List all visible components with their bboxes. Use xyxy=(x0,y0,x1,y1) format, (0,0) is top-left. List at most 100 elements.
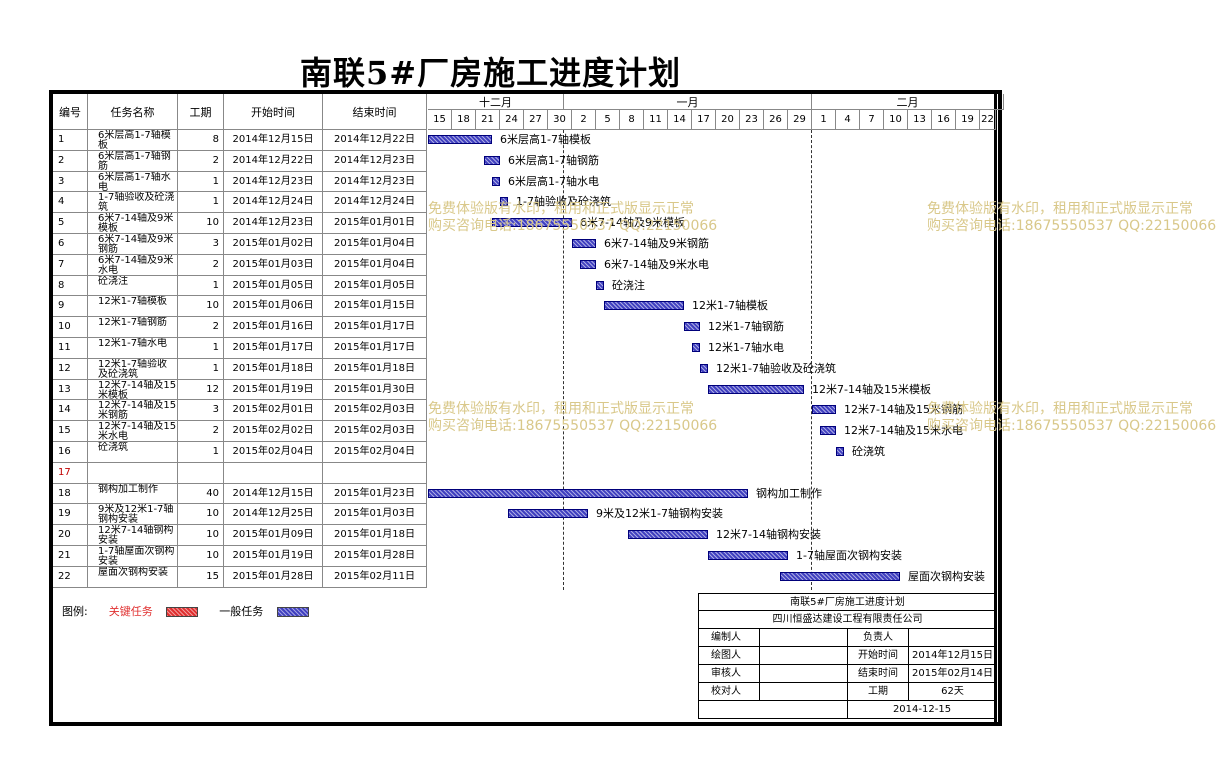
task-duration: 1 xyxy=(178,338,224,359)
task-start: 2014年12月15日 xyxy=(224,130,323,151)
task-name: 钢构加工制作 xyxy=(88,483,178,505)
task-duration xyxy=(178,462,224,484)
task-start xyxy=(224,462,323,484)
task-name: 砼浇注 xyxy=(88,275,178,297)
task-bar-label: 12米7-14轴及15米水电 xyxy=(844,424,963,438)
legend-normal-label: 一般任务 xyxy=(219,605,264,618)
task-number: 22 xyxy=(53,566,88,588)
watermark-line1: 免费体验版有水印，租用和正式版显示正常 xyxy=(428,201,694,217)
task-bar-label: 6米层高1-7轴钢筋 xyxy=(508,153,599,167)
task-start: 2014年12月15日 xyxy=(224,483,323,505)
tb-project: 南联5#厂房施工进度计划 xyxy=(698,593,997,611)
legend-critical-label: 关键任务 xyxy=(108,605,153,618)
task-start: 2015年01月06日 xyxy=(224,296,323,318)
task-number: 18 xyxy=(53,483,88,505)
task-start: 2014年12月25日 xyxy=(224,504,323,526)
watermark-line2: 购买咨询电话:18675550537 QQ:22150066 xyxy=(927,418,1217,434)
day-header: 2 xyxy=(572,110,596,130)
tb-compiler-label: 编制人 xyxy=(698,629,760,647)
tb-blank xyxy=(698,701,848,719)
task-name: 屋面次钢构安装 xyxy=(88,566,178,588)
column-header-duration: 工期 xyxy=(178,94,224,130)
task-name: 6米层高1-7轴水电 xyxy=(88,171,178,193)
task-end: 2014年12月23日 xyxy=(323,171,427,193)
task-number: 21 xyxy=(53,546,88,567)
tb-reviewer-value xyxy=(760,665,848,683)
task-number: 17 xyxy=(53,462,88,484)
day-header: 22 xyxy=(980,110,996,130)
task-number: 11 xyxy=(53,338,88,359)
task-bar xyxy=(700,363,708,373)
task-name: 6米7-14轴及9米水电 xyxy=(88,254,178,276)
watermark-line1: 免费体验版有水印，租用和正式版显示正常 xyxy=(927,201,1193,217)
task-name xyxy=(88,462,178,484)
task-number: 2 xyxy=(53,150,88,172)
task-duration: 10 xyxy=(178,213,224,234)
task-name: 12米1-7轴模板 xyxy=(88,296,178,318)
legend: 图例: 关键任务 一般任务 xyxy=(62,603,309,619)
task-end: 2015年01月23日 xyxy=(323,483,427,505)
task-bar xyxy=(708,551,788,560)
task-name: 6米7-14轴及9米模板 xyxy=(88,213,178,234)
task-duration: 10 xyxy=(178,546,224,567)
tb-end-value: 2015年02月14日 xyxy=(909,665,997,683)
day-header: 1 xyxy=(812,110,836,130)
task-name: 12米1-7轴验收及砼浇筑 xyxy=(88,358,178,380)
task-duration: 1 xyxy=(178,192,224,214)
tb-checker-value xyxy=(760,683,848,701)
watermark-line1: 免费体验版有水印，租用和正式版显示正常 xyxy=(927,401,1193,417)
task-number: 1 xyxy=(53,130,88,151)
task-start: 2015年01月02日 xyxy=(224,234,323,255)
task-number: 19 xyxy=(53,504,88,526)
day-header: 20 xyxy=(716,110,740,130)
task-end: 2015年01月28日 xyxy=(323,546,427,567)
task-bar-label: 钢构加工制作 xyxy=(756,486,822,500)
task-name: 12米1-7轴钢筋 xyxy=(88,317,178,338)
day-header: 17 xyxy=(692,110,716,130)
task-bar xyxy=(692,343,700,352)
day-header: 15 xyxy=(428,110,452,130)
month-header: 一月 xyxy=(564,94,812,110)
watermark-line2: 购买咨询电话:18675550537 QQ:22150066 xyxy=(428,418,718,434)
task-start: 2015年01月09日 xyxy=(224,525,323,546)
task-duration: 3 xyxy=(178,400,224,422)
task-start: 2015年02月04日 xyxy=(224,442,323,463)
task-start: 2014年12月24日 xyxy=(224,192,323,214)
task-bar-label: 砼浇注 xyxy=(612,278,645,292)
task-end: 2015年01月05日 xyxy=(323,275,427,297)
day-header: 16 xyxy=(932,110,956,130)
chart-frame xyxy=(49,90,1002,726)
column-header-start: 开始时间 xyxy=(224,94,323,130)
month-divider xyxy=(811,130,812,590)
tb-checker-label: 校对人 xyxy=(698,683,760,701)
task-bar xyxy=(508,509,588,519)
day-header: 11 xyxy=(644,110,668,130)
task-duration: 3 xyxy=(178,234,224,255)
column-header-end: 结束时间 xyxy=(323,94,427,130)
task-start: 2015年01月19日 xyxy=(224,546,323,567)
legend-normal-swatch xyxy=(276,607,309,617)
task-bar-label: 屋面次钢构安装 xyxy=(908,569,985,583)
watermark-line2: 购买咨询电话:18675550537 QQ:22150066 xyxy=(927,218,1217,234)
task-number: 7 xyxy=(53,254,88,276)
task-end: 2015年01月04日 xyxy=(323,254,427,276)
task-end: 2015年02月03日 xyxy=(323,400,427,422)
task-end: 2015年01月17日 xyxy=(323,338,427,359)
task-bar-label: 12米1-7轴钢筋 xyxy=(708,320,784,334)
legend-critical-swatch xyxy=(166,607,199,617)
day-header: 5 xyxy=(596,110,620,130)
task-duration: 1 xyxy=(178,442,224,463)
task-name: 12米7-14轴钢构安装 xyxy=(88,525,178,546)
task-bar-label: 12米1-7轴验收及砼浇筑 xyxy=(716,361,836,375)
task-name: 砼浇筑 xyxy=(88,442,178,463)
task-end: 2014年12月22日 xyxy=(323,130,427,151)
column-header-task: 任务名称 xyxy=(88,94,178,130)
task-bar xyxy=(492,218,572,228)
task-start: 2015年01月19日 xyxy=(224,379,323,401)
day-header: 10 xyxy=(884,110,908,130)
task-end: 2015年01月30日 xyxy=(323,379,427,401)
task-duration: 40 xyxy=(178,483,224,505)
task-bar-label: 1-7轴验收及砼浇筑 xyxy=(516,195,611,209)
task-start: 2014年12月23日 xyxy=(224,213,323,234)
day-header: 21 xyxy=(476,110,500,130)
